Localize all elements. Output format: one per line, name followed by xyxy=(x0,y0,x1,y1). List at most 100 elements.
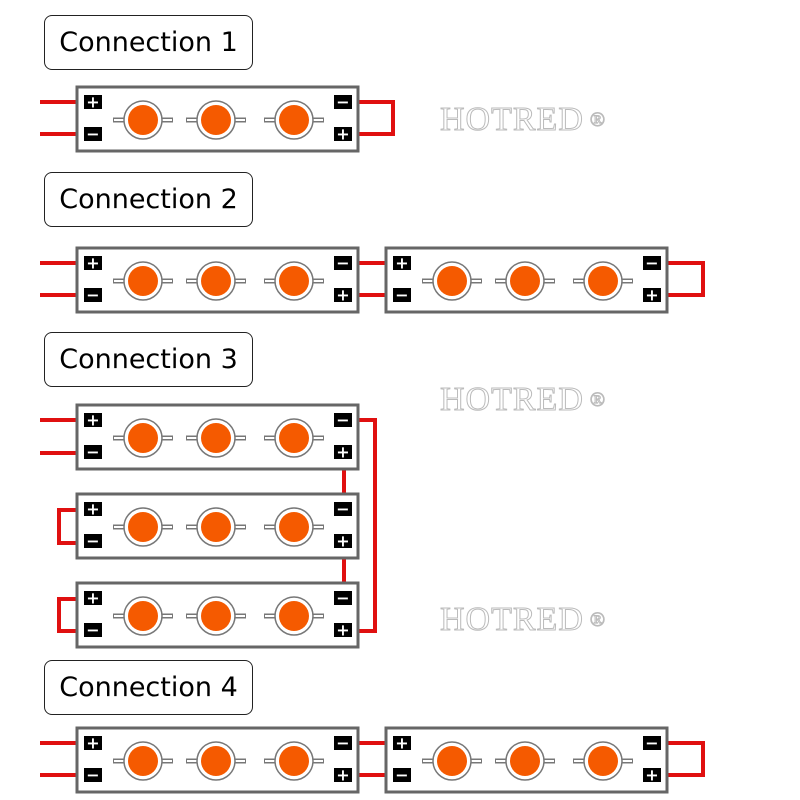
positive-terminal: + xyxy=(643,766,661,785)
led xyxy=(186,596,246,636)
wire xyxy=(57,597,85,633)
led xyxy=(264,261,324,301)
negative-terminal: − xyxy=(334,93,352,112)
led-module: + − − + xyxy=(75,581,360,649)
svg-text:+: + xyxy=(86,93,99,112)
wire xyxy=(351,418,377,633)
svg-text:+: + xyxy=(645,766,658,785)
svg-text:−: − xyxy=(86,532,99,551)
svg-text:+: + xyxy=(86,411,99,430)
svg-text:−: − xyxy=(395,286,408,305)
led xyxy=(495,261,555,301)
led-module: + − − + xyxy=(75,403,360,471)
positive-terminal: + xyxy=(84,734,102,753)
positive-terminal: + xyxy=(84,589,102,608)
negative-terminal: − xyxy=(84,125,102,144)
svg-text:+: + xyxy=(336,766,349,785)
watermark: HOTRED® xyxy=(440,380,606,420)
negative-terminal: − xyxy=(334,500,352,519)
led xyxy=(264,507,324,547)
connection-2-label: Connection 2 xyxy=(44,172,253,227)
svg-text:−: − xyxy=(336,734,349,753)
negative-terminal: − xyxy=(84,621,102,640)
led xyxy=(186,741,246,781)
svg-text:+: + xyxy=(86,734,99,753)
led xyxy=(113,507,173,547)
led xyxy=(113,596,173,636)
negative-terminal: − xyxy=(84,766,102,785)
led xyxy=(573,261,633,301)
svg-text:−: − xyxy=(336,411,349,430)
positive-terminal: + xyxy=(393,254,411,273)
led-module: + − − + xyxy=(75,726,360,794)
positive-terminal: + xyxy=(84,254,102,273)
negative-terminal: − xyxy=(334,254,352,273)
svg-text:−: − xyxy=(645,734,658,753)
svg-text:−: − xyxy=(86,621,99,640)
watermark-mark: ® xyxy=(589,389,607,412)
svg-text:+: + xyxy=(336,443,349,462)
led xyxy=(186,507,246,547)
connection-1-label: Connection 1 xyxy=(44,15,253,70)
led xyxy=(113,100,173,140)
svg-text:+: + xyxy=(336,125,349,144)
svg-text:−: − xyxy=(336,93,349,112)
watermark-mark: ® xyxy=(589,109,607,132)
connection-4-label: Connection 4 xyxy=(44,660,253,715)
led xyxy=(186,418,246,458)
negative-terminal: − xyxy=(84,532,102,551)
positive-terminal: + xyxy=(643,286,661,305)
svg-text:+: + xyxy=(336,621,349,640)
positive-terminal: + xyxy=(334,621,352,640)
led xyxy=(573,741,633,781)
led xyxy=(186,261,246,301)
positive-terminal: + xyxy=(334,766,352,785)
negative-terminal: − xyxy=(334,734,352,753)
negative-terminal: − xyxy=(84,443,102,462)
svg-text:+: + xyxy=(336,532,349,551)
negative-terminal: − xyxy=(84,286,102,305)
negative-terminal: − xyxy=(643,734,661,753)
negative-terminal: − xyxy=(393,286,411,305)
positive-terminal: + xyxy=(84,411,102,430)
negative-terminal: − xyxy=(334,411,352,430)
svg-text:−: − xyxy=(86,443,99,462)
led xyxy=(422,741,482,781)
watermark: HOTRED® xyxy=(440,100,606,140)
svg-text:−: − xyxy=(86,286,99,305)
svg-text:+: + xyxy=(336,286,349,305)
svg-text:−: − xyxy=(86,766,99,785)
svg-text:+: + xyxy=(86,254,99,273)
positive-terminal: + xyxy=(334,443,352,462)
svg-text:+: + xyxy=(86,589,99,608)
positive-terminal: + xyxy=(334,125,352,144)
svg-text:+: + xyxy=(395,254,408,273)
positive-terminal: + xyxy=(84,500,102,519)
positive-terminal: + xyxy=(84,93,102,112)
svg-text:−: − xyxy=(336,589,349,608)
svg-text:−: − xyxy=(645,254,658,273)
led-module: + − − + xyxy=(384,246,669,314)
led xyxy=(264,418,324,458)
led xyxy=(113,261,173,301)
negative-terminal: − xyxy=(643,254,661,273)
led xyxy=(264,596,324,636)
led-module: + − − + xyxy=(75,85,360,153)
positive-terminal: + xyxy=(393,734,411,753)
svg-text:+: + xyxy=(395,734,408,753)
negative-terminal: − xyxy=(334,589,352,608)
led xyxy=(422,261,482,301)
wire xyxy=(660,261,705,297)
watermark: HOTRED® xyxy=(440,600,606,640)
led xyxy=(113,741,173,781)
wire xyxy=(351,100,395,136)
watermark-text: HOTRED xyxy=(440,601,584,639)
svg-text:−: − xyxy=(336,254,349,273)
connection-3-label: Connection 3 xyxy=(44,332,253,387)
wire xyxy=(57,508,85,545)
led-module: + − − + xyxy=(75,246,360,314)
watermark-mark: ® xyxy=(589,609,607,632)
led-module: +−−+ xyxy=(384,726,669,794)
svg-text:+: + xyxy=(86,500,99,519)
